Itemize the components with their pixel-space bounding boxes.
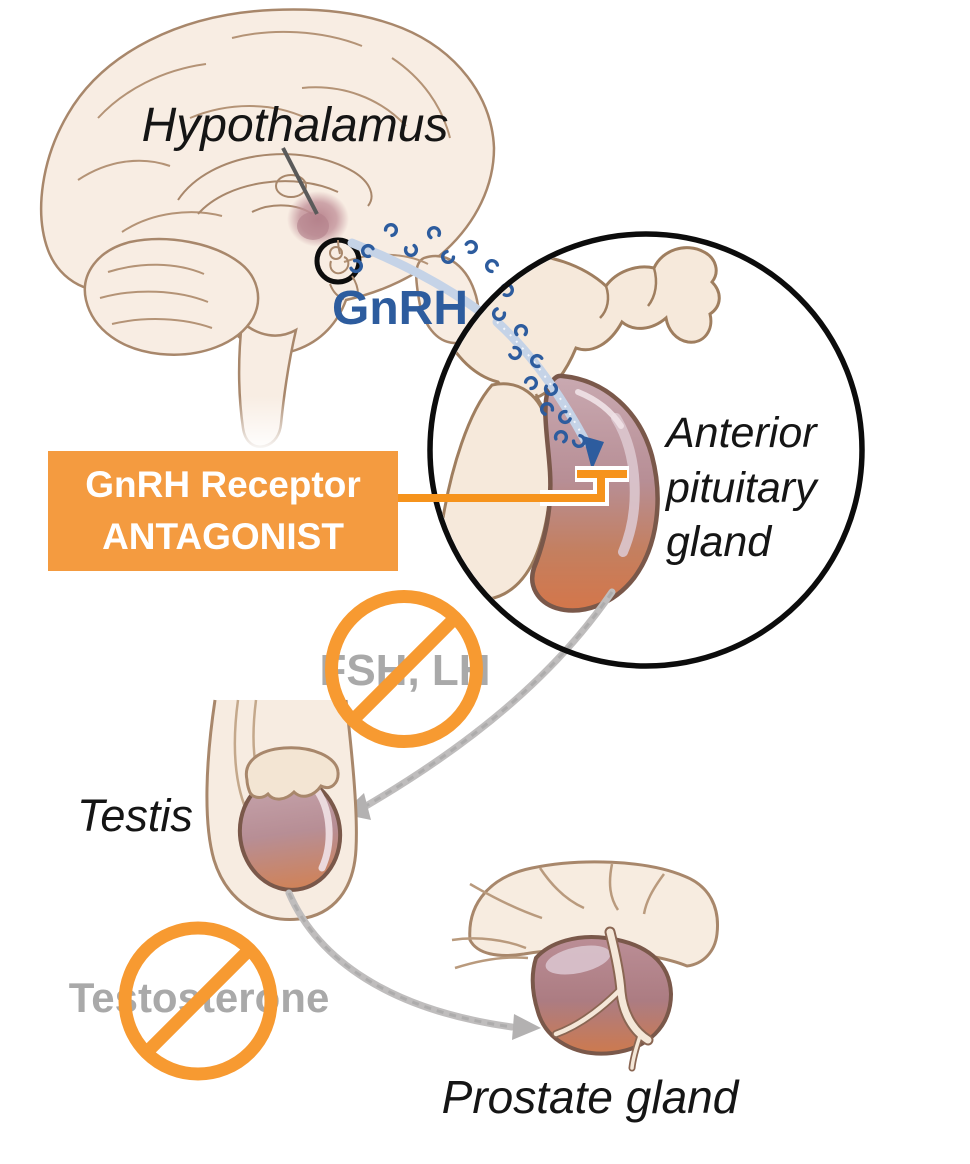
prostate-illustration bbox=[451, 860, 720, 1072]
testis-label: Testis bbox=[77, 790, 193, 841]
vas-deferens-vessels bbox=[451, 863, 666, 970]
testis-illustration bbox=[205, 699, 358, 921]
epididymis bbox=[244, 746, 340, 801]
prohibition-slash-icon bbox=[348, 613, 460, 725]
fsh-lh-prohibition bbox=[325, 590, 483, 748]
gnrh-molecule-dots bbox=[349, 223, 478, 274]
antagonist-inhibitor bbox=[398, 466, 629, 506]
antagonist-box-line1: GnRH Receptor bbox=[85, 464, 361, 506]
hypothalamus-pointer-line bbox=[281, 147, 319, 215]
antagonist-box: GnRH Receptor ANTAGONIST bbox=[48, 451, 398, 571]
cerebellum bbox=[83, 237, 260, 356]
testosterone-prohibition bbox=[118, 921, 278, 1081]
arrowhead-icon bbox=[512, 1014, 541, 1040]
urethra bbox=[552, 926, 654, 1072]
inhibitor-t-icon bbox=[398, 470, 627, 502]
gnrh-arrowhead bbox=[583, 436, 604, 470]
gnrh-flow-arrow-inside bbox=[485, 258, 604, 470]
cerebellum-folds bbox=[99, 263, 213, 329]
prostate-gland-label: Prostate gland bbox=[441, 1071, 739, 1123]
pituitary-sketch bbox=[329, 239, 359, 300]
anterior-pituitary-label: Anterior pituitary gland bbox=[666, 409, 817, 567]
prohibition-icon bbox=[325, 590, 483, 748]
gnrh-label: GnRH bbox=[332, 282, 468, 335]
hypothalamus-label: Hypothalamus bbox=[141, 99, 449, 152]
testosterone-arrow bbox=[285, 889, 541, 1040]
antagonist-box-line2: ANTAGONIST bbox=[102, 516, 344, 557]
brain-illustration bbox=[39, 8, 496, 452]
corpus-callosum bbox=[177, 153, 373, 215]
zoom-circle-outline bbox=[427, 231, 865, 669]
prohibition-slash-icon bbox=[141, 944, 255, 1058]
prohibition-icon bbox=[118, 921, 278, 1081]
